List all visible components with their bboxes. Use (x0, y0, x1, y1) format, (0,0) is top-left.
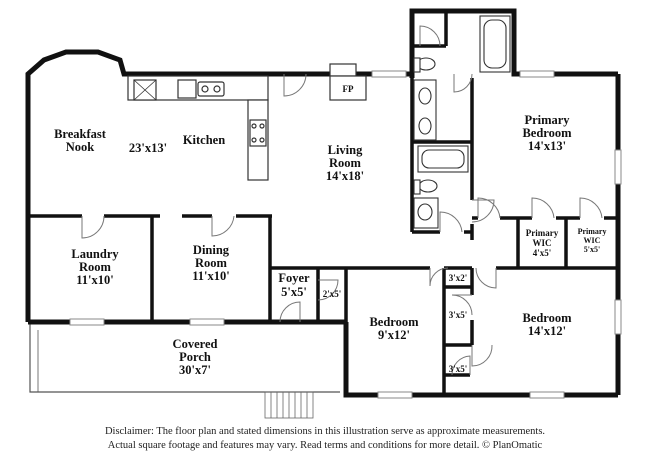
porch-steps (264, 391, 314, 419)
kitchen-label: Kitchen (183, 133, 225, 147)
windows (69, 70, 622, 399)
primary-bedroom-label-2: Bedroom (522, 126, 572, 140)
hall-closet-dimensions: 3'x2' (449, 273, 468, 283)
bedroom-1-label: Bedroom (369, 315, 419, 329)
primary-wic-2-label: Primary (578, 227, 607, 236)
primary-bedroom-dimensions: 14'x13' (528, 139, 566, 153)
foyer-closet-dimensions: 2'x5' (323, 289, 342, 299)
kitchen-counters (127, 75, 269, 181)
laundry-room-label: Laundry (71, 247, 119, 261)
covered-porch-label: Covered (173, 337, 218, 351)
fireplace (329, 63, 367, 101)
interior-walls (28, 11, 618, 395)
bedroom-2-dimensions: 14'x12' (528, 324, 566, 338)
living-room-dimensions: 14'x18' (326, 169, 364, 183)
primary-wic-2-dimensions: 5'x5' (584, 245, 600, 254)
dining-room-dimensions: 11'x10' (192, 269, 230, 283)
dining-room-label: Dining (193, 243, 230, 257)
bedroom-1-dimensions: 9'x12' (378, 328, 410, 342)
door-swings (81, 25, 603, 376)
bedroom-1-closet-dimensions: 3'x5' (449, 310, 468, 320)
foyer-label: Foyer (278, 271, 310, 285)
bath-fixtures (413, 15, 511, 229)
kitchen-dimensions: 23'x13' (129, 141, 167, 155)
foyer-dimensions: 5'x5' (281, 285, 307, 299)
living-room-label: Living (328, 143, 363, 157)
breakfast-nook-label: Breakfast (54, 127, 107, 141)
laundry-room-dimensions: 11'x10' (76, 273, 114, 287)
covered-porch-dimensions: 30'x7' (179, 363, 211, 377)
bedroom-2-closet-dimensions: 3'x5' (449, 364, 468, 374)
breakfast-nook-label-2: Nook (66, 140, 95, 154)
primary-wic-1-dimensions: 4'x5' (533, 248, 552, 258)
primary-wic-1-label-2: WIC (532, 238, 551, 248)
primary-wic-2-label-2: WIC (584, 236, 601, 245)
disclaimer-line-1: Disclaimer: The floor plan and stated di… (104, 426, 546, 437)
fireplace-label: FP (343, 84, 354, 94)
dining-room-label-2: Room (195, 256, 228, 270)
covered-porch-label-2: Porch (179, 350, 211, 364)
bedroom-2-label: Bedroom (522, 311, 572, 325)
primary-wic-1-label: Primary (526, 228, 559, 238)
laundry-room-label-2: Room (79, 260, 112, 274)
disclaimer-line-2: Actual square footage and features may v… (107, 440, 543, 451)
covered-porch-outline (29, 322, 340, 393)
primary-bedroom-label: Primary (524, 113, 570, 127)
living-room-label-2: Room (329, 156, 362, 170)
